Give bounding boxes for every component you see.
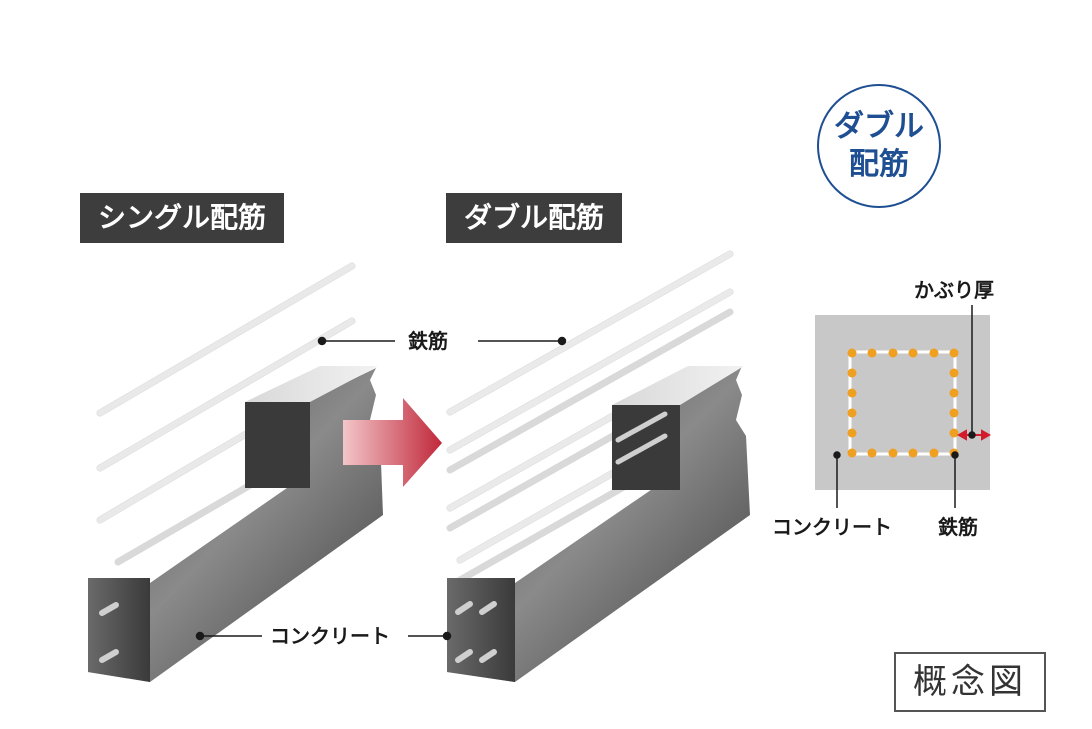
leader-lines bbox=[195, 336, 567, 641]
concrete-label: コンクリート bbox=[270, 624, 390, 648]
rebar-label: 鉄筋 bbox=[408, 329, 448, 353]
concept-diagram-stamp: 概念図 bbox=[894, 652, 1046, 712]
badge-line1: ダブル bbox=[834, 109, 924, 144]
double-rebar-title: ダブル配筋 bbox=[446, 193, 623, 243]
section-rebar-label: 鉄筋 bbox=[938, 515, 978, 539]
cross-section bbox=[815, 305, 992, 508]
double-rebar-badge: ダブル 配筋 bbox=[817, 84, 941, 208]
cover-thickness-label: かぶり厚 bbox=[914, 278, 994, 302]
double-wall bbox=[446, 228, 750, 682]
section-concrete-label: コンクリート bbox=[772, 515, 892, 539]
single-rebar-title: シングル配筋 bbox=[80, 193, 285, 243]
single-wall bbox=[88, 239, 383, 682]
transition-arrow bbox=[343, 398, 442, 487]
badge-line2: 配筋 bbox=[849, 147, 909, 182]
rebar-dots bbox=[847, 348, 959, 458]
